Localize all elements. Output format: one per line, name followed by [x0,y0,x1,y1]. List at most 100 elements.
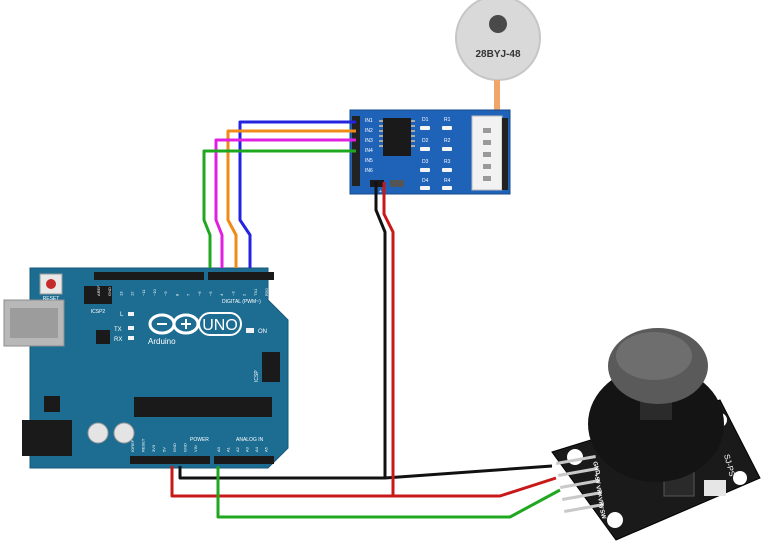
joystick-pin-label: GND [591,461,600,476]
reset-label: RESET [43,296,60,302]
icsp-label: ICSP [254,370,260,382]
uno-label: UNO [202,317,238,334]
led [420,147,430,151]
pin-label: A2 [235,446,240,452]
analog-header [214,456,274,464]
pin-label: 3V3 [151,444,156,452]
led-tx [128,326,134,330]
digital-header-right [208,272,274,280]
led-l [128,312,134,316]
resistor-label: R3 [444,159,451,165]
uno-badge [198,312,242,336]
joystick-pin-label: +5V [592,473,601,485]
icsp2-label: ICSP2 [91,309,106,315]
pin-label: RX0 [264,287,269,296]
pin-label: ~5 [208,291,213,296]
driver-input-label: IN6 [365,168,373,174]
power-label: POWER [190,437,209,443]
led-label: D2 [422,138,429,144]
led-label: D3 [422,159,429,165]
driver-board: IN1 IN2 IN3 IN4 IN5 IN6 D1 D2 D3 D4 R1 R… [349,109,511,195]
wire-in4 [202,149,356,268]
motor-cable [494,80,500,112]
pin-label: 7 [186,293,191,296]
pin-label: A3 [245,446,250,452]
pin-label: GND [107,287,112,296]
led-label: D1 [422,117,429,123]
led-label: TX [114,327,122,333]
wire-5v-joystick [393,476,557,498]
pin-label: A0 [216,446,221,452]
resistor-label: R2 [444,138,451,144]
stepper-motor: 28BYJ-48 [455,0,541,112]
driver-power-label: - + [376,189,382,195]
usb-chip [96,330,110,344]
uln2003-chip [383,118,411,156]
power-header [130,456,210,464]
pin-label: ~10 [152,288,157,296]
pin-label: ~6 [197,291,202,296]
resistor [442,168,452,172]
resistor-label: R4 [444,178,451,184]
pin-label: 13 [118,291,123,296]
led-label: RX [114,337,122,343]
pin-label: 8 [174,293,179,296]
wire-gnd [178,182,387,480]
pin-label: A1 [226,446,231,452]
led [420,186,430,190]
pin-label: 4 [219,293,224,296]
driver-input-label: IN2 [365,128,373,134]
led [420,126,430,130]
pin-label: IOREF [130,439,135,452]
resistor-label: R1 [444,117,451,123]
voltage-regulator [44,396,60,412]
led-rx [128,336,134,340]
led-label: D4 [422,178,429,184]
digital-label: DIGITAL (PWM~) [222,299,261,305]
pin-label: ~11 [141,289,146,296]
pin-label: 5V [162,447,167,452]
wire-in1 [238,120,356,268]
analog-label: ANALOG IN [236,437,264,443]
led-label: L [120,312,124,318]
resistor [442,186,452,190]
wire-vrx [216,466,561,519]
pin-label: 12 [130,291,135,296]
arduino-brand: Arduino [148,337,176,346]
pin-label: RESET [141,438,146,452]
digital-header-left [94,272,204,280]
motor-label: 28BYJ-48 [475,49,520,60]
icsp2-header [84,286,112,304]
icsp-header [262,352,280,382]
driver-output-header [502,118,508,190]
joystick-module: GND +5V VRx VRy SW SJ-PS [551,328,761,541]
driver-input-label: IN3 [365,138,373,144]
joystick-pin-label: SW [598,509,606,520]
led [420,168,430,172]
resistor [442,147,452,151]
joystick-pin-label: VRy [596,497,605,510]
wire-in2 [226,129,356,268]
on-label: ON [258,329,267,335]
driver-jumper [390,180,404,187]
wire-5v [170,182,395,498]
dc-power-jack [22,420,72,456]
pin-label: VIN [193,445,198,452]
wire-in3 [214,138,356,268]
pin-label: ~3 [230,291,235,296]
driver-input-label: IN4 [365,148,373,154]
wires [170,120,561,519]
resistor [442,126,452,130]
pin-label: GND [183,443,188,452]
joystick-smd-part [704,480,726,496]
pin-label: TX1 [253,288,258,296]
pin-label: GND [172,443,177,452]
pin-label: A5 [264,446,269,452]
joystick-pin-label: VRx [594,485,603,498]
pin-label: A4 [254,446,259,452]
driver-input-label: IN5 [365,158,373,164]
atmega-chip [134,397,272,417]
pin-label: AREF [96,285,101,296]
